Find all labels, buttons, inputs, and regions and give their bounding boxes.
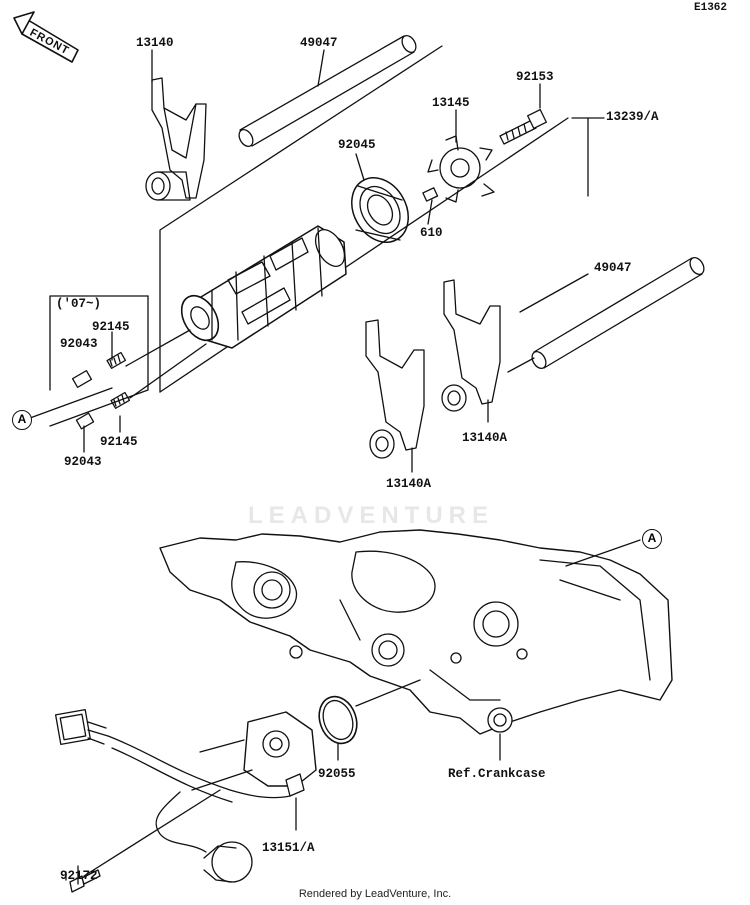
part-label-13151a[interactable]: 13151/A: [262, 841, 315, 855]
reference-callout-a-left[interactable]: A: [12, 410, 32, 430]
front-arrow-icon: [13, 11, 79, 63]
sensor-bolt: [65, 789, 221, 893]
cam-bolt: [499, 108, 548, 145]
o-ring: [318, 679, 421, 761]
part-label-13140a-left[interactable]: 13140A: [386, 477, 432, 491]
shift-rod-lower: [507, 256, 705, 373]
year-note-bracket: [29, 295, 149, 427]
crankcase: [159, 529, 673, 761]
part-label-92055[interactable]: 92055: [318, 767, 356, 781]
leader-lines-drum: [125, 329, 207, 399]
part-label-92043-lower[interactable]: 92043: [64, 455, 102, 469]
part-label-13145[interactable]: 13145: [432, 96, 470, 110]
part-label-13239a[interactable]: 13239/A: [606, 110, 659, 124]
detent-parts: [71, 351, 131, 430]
part-label-13140a-right[interactable]: 13140A: [462, 431, 508, 445]
part-label-13140[interactable]: 13140: [136, 36, 174, 50]
leader-lines-forks: [411, 273, 589, 473]
reference-callout-a-right[interactable]: A: [642, 529, 662, 549]
shift-drum: [180, 225, 347, 349]
part-label-92145-lower[interactable]: 92145: [100, 435, 138, 449]
part-label-92172[interactable]: 92172: [60, 869, 98, 883]
dowel-pin: [422, 187, 439, 202]
shift-fork-upper: [145, 77, 207, 201]
watermark: LEADVENTURE: [248, 502, 495, 529]
part-label-92043-upper[interactable]: 92043: [60, 337, 98, 351]
footer-credit: Rendered by LeadVenture, Inc.: [298, 888, 452, 900]
shift-cam: [427, 135, 495, 203]
part-label-92045[interactable]: 92045: [338, 138, 376, 152]
crankcase-reference-label[interactable]: Ref.Crankcase: [448, 767, 546, 781]
bearing: [351, 177, 409, 243]
part-label-49047-upper[interactable]: 49047: [300, 36, 338, 50]
shift-fork-lower-left: [365, 319, 425, 459]
diagram-code: E1362: [694, 2, 728, 14]
part-label-92145-upper[interactable]: 92145: [92, 320, 130, 334]
leader-lines-upper: [83, 49, 605, 453]
year-note: ('07~): [56, 297, 102, 311]
gear-position-sensor: [54, 708, 317, 883]
part-label-92153[interactable]: 92153: [516, 70, 554, 84]
shift-rod-upper: [238, 34, 417, 148]
part-label-49047-lower[interactable]: 49047: [594, 261, 632, 275]
shift-fork-lower-right: [441, 279, 501, 412]
part-label-610[interactable]: 610: [420, 226, 443, 240]
